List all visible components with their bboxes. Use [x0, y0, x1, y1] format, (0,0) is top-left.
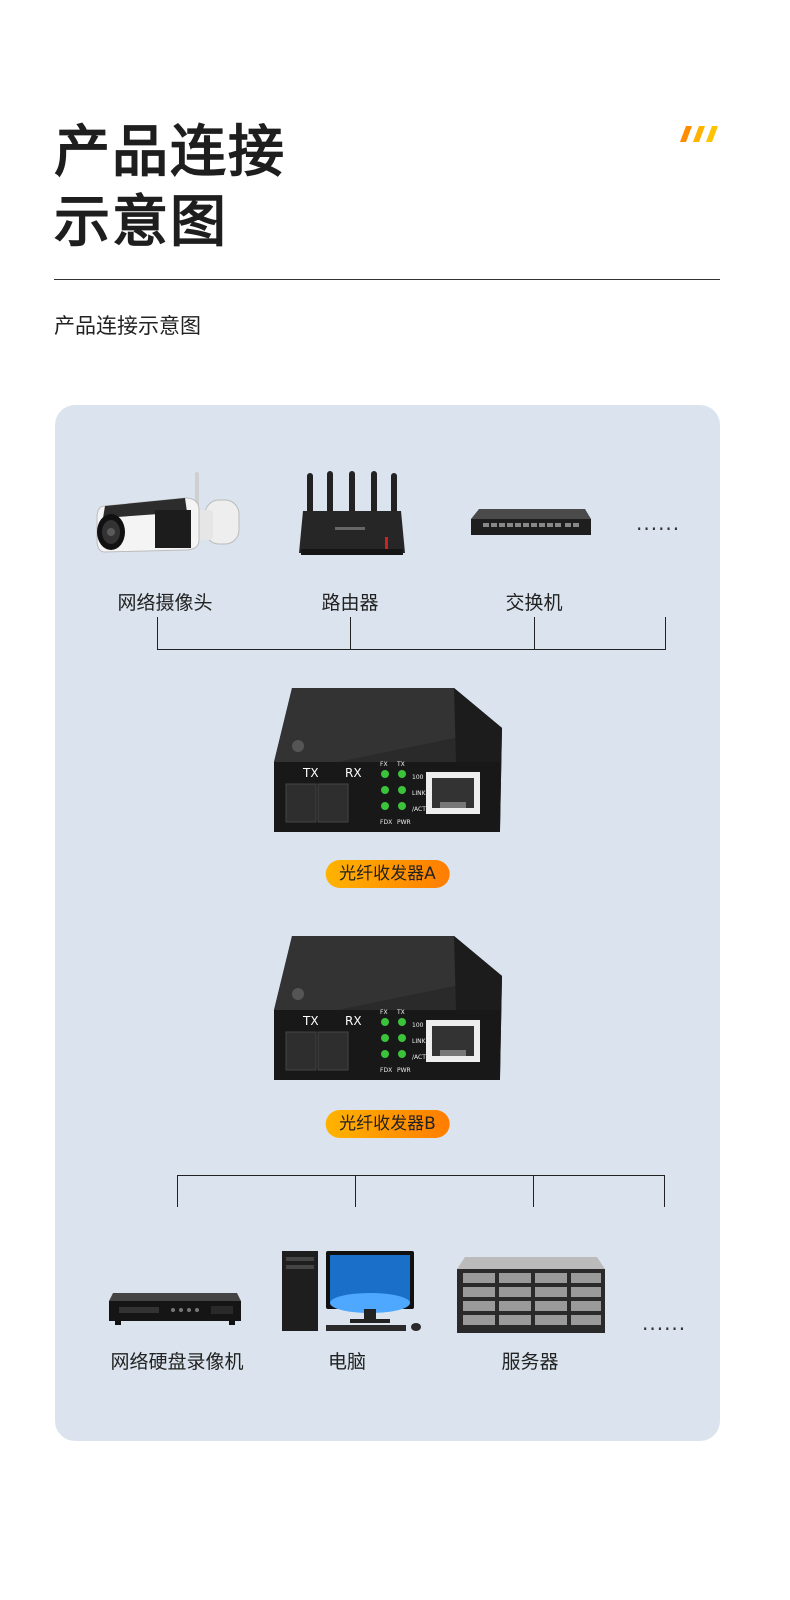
top-device-label-camera: 网络摄像头: [95, 588, 235, 615]
media-converter-b-icon: [272, 936, 504, 1088]
converter-a-label: 光纤收发器A: [325, 860, 450, 888]
led-label-fx: FX: [380, 1009, 388, 1016]
converter-b: TX RX FX TX 100 LINK /ACT FDX PWR: [55, 936, 720, 1088]
title-line-2: 示意图: [54, 188, 286, 258]
page-title: 产品连接 示意图: [54, 118, 286, 258]
port-tx-label: TX: [303, 766, 319, 780]
led-label-fdx: FDX: [380, 1067, 392, 1074]
led-label-100: 100: [412, 774, 423, 781]
connector-camera: [157, 617, 158, 649]
led-label-pwr: PWR: [397, 1067, 411, 1074]
section-subtitle: 产品连接示意图: [54, 310, 201, 340]
more-devices-bottom: ......: [642, 1311, 686, 1335]
stripes-decoration-icon: [680, 126, 720, 142]
top-device-label-switch: 交换机: [474, 588, 594, 615]
led-label-tx: TX: [397, 761, 405, 768]
switch-icon: [469, 505, 593, 541]
converter-b-label: 光纤收发器B: [325, 1110, 450, 1138]
led-label-tx: TX: [397, 1009, 405, 1016]
led-label-100: 100: [412, 1022, 423, 1029]
media-converter-a-icon: [272, 688, 504, 840]
led-label-act: /ACT: [412, 806, 426, 813]
led-label-link: LINK: [412, 1038, 426, 1045]
port-rx-label: RX: [345, 1014, 362, 1028]
more-devices-top: ......: [636, 511, 680, 535]
bottom-device-label-nvr: 网络硬盘录像机: [100, 1347, 254, 1374]
connector-bus-top: [157, 649, 666, 650]
nvr-icon: [107, 1291, 243, 1327]
connector-bus-bottom: [177, 1175, 665, 1176]
diagram-panel: ...... 网络摄像头 路由器 交换机 TX RX FX: [55, 405, 720, 1441]
converter-a: TX RX FX TX 100 LINK /ACT FDX PWR: [55, 688, 720, 840]
server-icon: [455, 1255, 607, 1335]
header-divider: [54, 279, 720, 280]
connector-router: [350, 617, 351, 649]
bottom-device-label-server: 服务器: [470, 1347, 590, 1374]
connector-server: [533, 1175, 534, 1207]
computer-icon: [280, 1247, 424, 1335]
connector-switch: [534, 617, 535, 649]
bottom-device-label-computer: 电脑: [297, 1347, 397, 1374]
led-label-act: /ACT: [412, 1054, 426, 1061]
connector-more-bottom: [664, 1175, 665, 1207]
router-icon: [297, 471, 407, 559]
title-line-1: 产品连接: [54, 118, 286, 188]
connector-more-top: [665, 617, 666, 649]
ip-camera-icon: [95, 470, 241, 566]
connector-computer: [355, 1175, 356, 1207]
led-label-fx: FX: [380, 761, 388, 768]
led-label-pwr: PWR: [397, 819, 411, 826]
led-label-link: LINK: [412, 790, 426, 797]
led-label-fdx: FDX: [380, 819, 392, 826]
port-tx-label: TX: [303, 1014, 319, 1028]
top-device-label-router: 路由器: [290, 588, 410, 615]
connector-nvr: [177, 1175, 178, 1207]
port-rx-label: RX: [345, 766, 362, 780]
